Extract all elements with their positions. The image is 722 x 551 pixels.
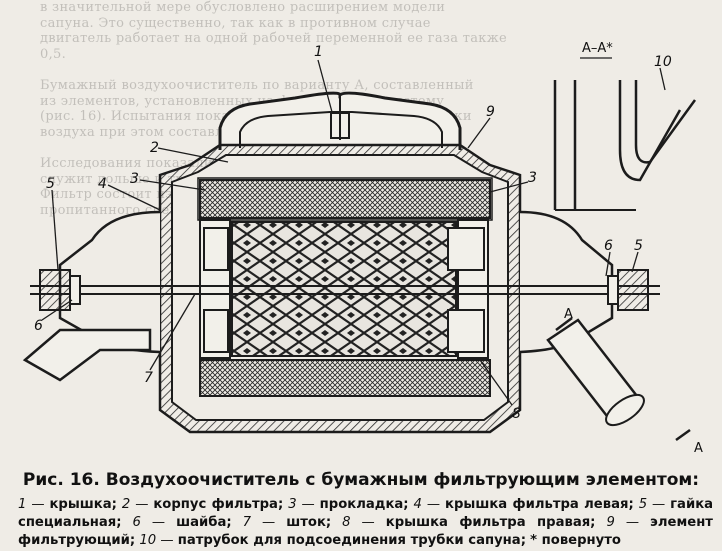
top-cover — [218, 91, 462, 150]
legend-num-10: 10 — [139, 533, 157, 548]
legend-text-7: шток; — [286, 515, 332, 530]
gasket-outline — [197, 177, 493, 221]
legend-text-6: шайба; — [176, 515, 232, 530]
right-cap-bottom — [447, 309, 485, 353]
callout-4: 4 — [98, 176, 107, 192]
section-marker-top: A — [564, 307, 573, 322]
callout-3-left: 3 — [130, 171, 139, 187]
legend-num-1: 1 — [18, 497, 27, 512]
rod — [30, 285, 660, 295]
figure-legend: 1 — крышка; 2 — корпус фильтра; 3 — прок… — [18, 497, 714, 548]
callout-2: 2 — [150, 140, 159, 156]
left-inlet-pipe — [22, 328, 152, 382]
right-nut — [617, 269, 649, 311]
section-view — [553, 57, 697, 211]
bottom-gasket — [199, 359, 491, 397]
left-cap-bottom — [203, 309, 229, 353]
legend-text-2: корпус фильтра; — [153, 497, 284, 512]
callout-9: 9 — [486, 104, 495, 120]
legend-num-7: 7 — [242, 515, 252, 530]
legend-text-4: крышка фильтра левая; — [445, 497, 634, 512]
legend-text-1: крышка; — [49, 497, 117, 512]
leader-lines — [41, 59, 666, 406]
filter-element — [231, 221, 457, 357]
callout-8: 8 — [512, 406, 521, 422]
legend-num-2: 2 — [121, 497, 131, 512]
air-cleaner-drawing: 1 2 3 3 4 5 5 6 6 7 8 9 10 A–A* A A — [22, 41, 703, 456]
legend-num-4: 4 — [413, 497, 422, 512]
callout-6-left: 6 — [34, 318, 43, 334]
legend-num-3: 3 — [288, 497, 297, 512]
callout-1: 1 — [314, 44, 323, 60]
section-label: A–A* — [582, 41, 613, 56]
right-cap-top — [447, 227, 485, 271]
callout-6-right: 6 — [604, 238, 613, 254]
callout-5-left: 5 — [46, 176, 55, 192]
callout-10: 10 — [654, 54, 672, 70]
legend-num-8: 8 — [342, 515, 351, 530]
callout-3-right: 3 — [528, 170, 537, 186]
left-cap-top — [203, 227, 229, 271]
legend-text-9: элемент фильтрующий; — [18, 515, 713, 548]
figure-caption-title: Рис. 16. Воздухоочиститель с бумажным фи… — [22, 470, 700, 490]
legend-text-10: патрубок для подсоединения трубки сапуна… — [177, 533, 526, 548]
top-gasket — [199, 179, 491, 219]
legend-note: * повернуто — [530, 533, 621, 548]
callout-5-right: 5 — [634, 238, 643, 254]
right-washer — [607, 275, 619, 305]
left-washer — [69, 275, 81, 305]
legend-num-6: 6 — [132, 515, 141, 530]
section-marker-bottom: A — [694, 441, 703, 456]
callout-7: 7 — [144, 370, 153, 386]
legend-text-5: гайка специальная; — [18, 497, 714, 530]
legend-text-3: прокладка; — [319, 497, 409, 512]
legend-text-8: крышка фильтра правая; — [385, 515, 596, 530]
legend-num-9: 9 — [606, 515, 615, 530]
legend-num-5: 5 — [638, 497, 648, 512]
